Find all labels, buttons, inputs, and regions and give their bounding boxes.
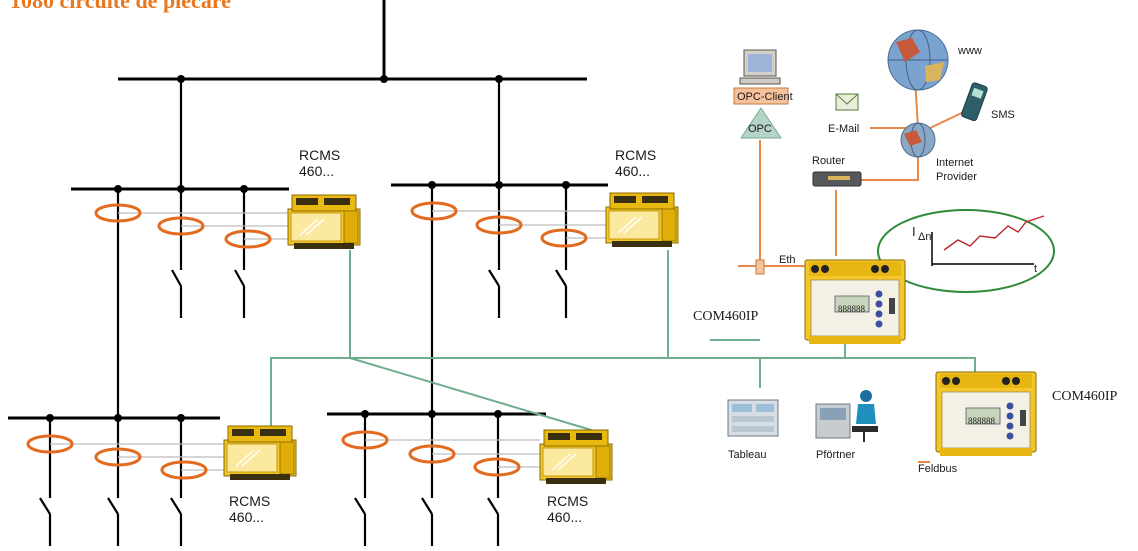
router-label: Router [812,155,845,167]
rcms-label-3-line1: RCMS [229,493,270,509]
email-icon [835,93,859,111]
internet-provider-label-line2: Provider [936,171,977,183]
rcms-device-1 [287,194,361,250]
tableau-panel-icon [727,399,779,437]
com460ip-secondary-device [935,371,1037,457]
rcms-device-4 [539,429,613,485]
pfortner-label: Pförtner [816,449,855,461]
opc-client-box [733,87,789,105]
rcms-label-4-line2: 460... [547,509,582,525]
com460ip-secondary-readout: 888888 [968,416,996,426]
eth-label: Eth [779,254,796,266]
com460ip-main-label: COM460IP [693,309,759,324]
com460ip-main-device [804,259,906,345]
com460ip-secondary-label: COM460IP [1052,389,1118,404]
rcms-device-3 [223,425,297,481]
single-line-diagram [8,0,761,546]
rcms-device-2 [605,192,679,248]
feldbus-label: Feldbus [918,463,958,475]
delta-i-subscript: Δn [918,231,931,243]
internet-provider-icon [900,122,936,158]
opc-label: OPC [748,123,772,135]
operator-console-icon [815,390,878,442]
time-axis-label: t [1034,263,1037,275]
globe-icon [887,29,949,91]
opc-client-label: OPC-Client [737,91,793,103]
router-icon [812,171,862,187]
current-transformer-rings [26,201,588,480]
tableau-label: Tableau [728,449,767,461]
opc-client-computer-icon [739,49,781,85]
mobile-phone-icon [961,82,988,122]
rcms-label-1-line2: 460... [299,163,334,179]
delta-i-symbol: I [912,224,916,239]
diagram-title: 1080 circuite de plecare [10,0,231,13]
www-label: www [957,45,982,57]
sms-label: SMS [991,109,1015,121]
rcms-label-2-line1: RCMS [615,147,656,163]
residual-current-graph [877,209,1055,293]
rcms-label-2-line2: 460... [615,163,650,179]
rcms-label-1-line1: RCMS [299,147,340,163]
ethernet-connector [755,259,765,275]
email-label: E-Mail [828,123,859,135]
rcms-label-3-line2: 460... [229,509,264,525]
com460ip-main-readout: 888888 [838,304,866,314]
internet-provider-label-line1: Internet [936,157,973,169]
opc-triangle-icon [740,107,782,139]
rcms-label-4-line1: RCMS [547,493,588,509]
